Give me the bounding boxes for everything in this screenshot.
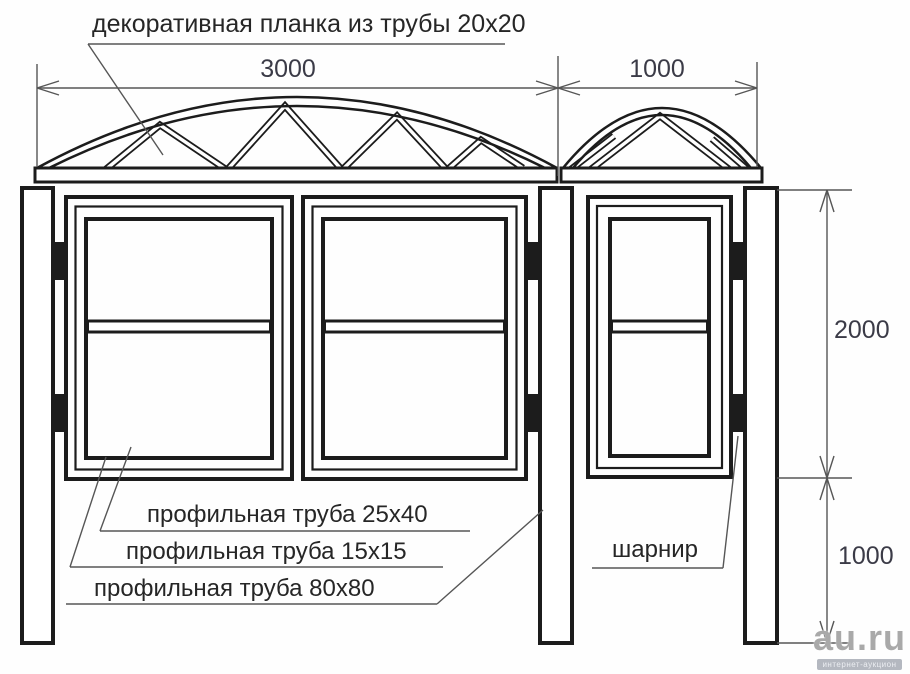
dim-wicket-width-label: 1000: [629, 55, 685, 83]
leader-infill-tube: [69, 456, 443, 568]
frame-tube-callout: профильная труба 25x40: [147, 501, 428, 528]
arch-outer-arc: [36, 95, 558, 170]
hinge-block: [731, 242, 745, 280]
hinge-block: [52, 242, 67, 280]
large-arch-truss: [33, 95, 559, 184]
leader-post-tube: [66, 509, 544, 605]
hinges: [52, 242, 745, 432]
middle-post: [538, 186, 574, 645]
watermark: au.ru интернет-аукцион: [812, 616, 906, 672]
hinge-block: [526, 394, 540, 432]
gate-leaf-right: [301, 195, 528, 481]
hinge-block: [52, 394, 67, 432]
dimension-right-heights: [777, 189, 852, 644]
right-post: [743, 186, 779, 645]
wicket-door: [586, 195, 733, 479]
arch-inner-arc: [48, 104, 546, 170]
wicket-arch-outer-arc: [562, 106, 762, 169]
dimension-top-widths: [36, 56, 758, 176]
middle-rail: [86, 319, 272, 334]
hinge-block: [526, 242, 540, 280]
left-post: [20, 186, 55, 645]
dim-gate-height-label: 2000: [834, 316, 890, 344]
arch-base-bar: [33, 166, 559, 184]
wicket-arch-inner-arc: [572, 113, 752, 169]
leader-decorative-strip: [87, 43, 505, 156]
leader-hinge: [592, 435, 739, 569]
middle-rail: [323, 319, 506, 334]
callout-leaders: [66, 43, 739, 605]
infill-tube-callout: профильная труба 15x15: [126, 538, 407, 565]
watermark-tagline-badge: интернет-аукцион: [817, 659, 902, 670]
dim-gate-width-label: 3000: [260, 55, 316, 83]
wicket-arch-base-bar: [559, 166, 764, 184]
hinge-block: [731, 394, 745, 432]
leader-frame-tube: [99, 446, 470, 532]
gate-leaf-left: [64, 195, 294, 481]
post-tube-callout: профильная труба 80x80: [94, 575, 375, 602]
middle-rail: [610, 319, 709, 334]
decorative-strip-callout: декоративная планка из трубы 20x20: [92, 10, 526, 38]
small-arch-truss: [559, 106, 764, 184]
watermark-site-label: au.ru: [812, 616, 906, 658]
hinge-callout: шарнир: [612, 536, 698, 563]
dim-below-gate-label: 1000: [838, 542, 894, 570]
